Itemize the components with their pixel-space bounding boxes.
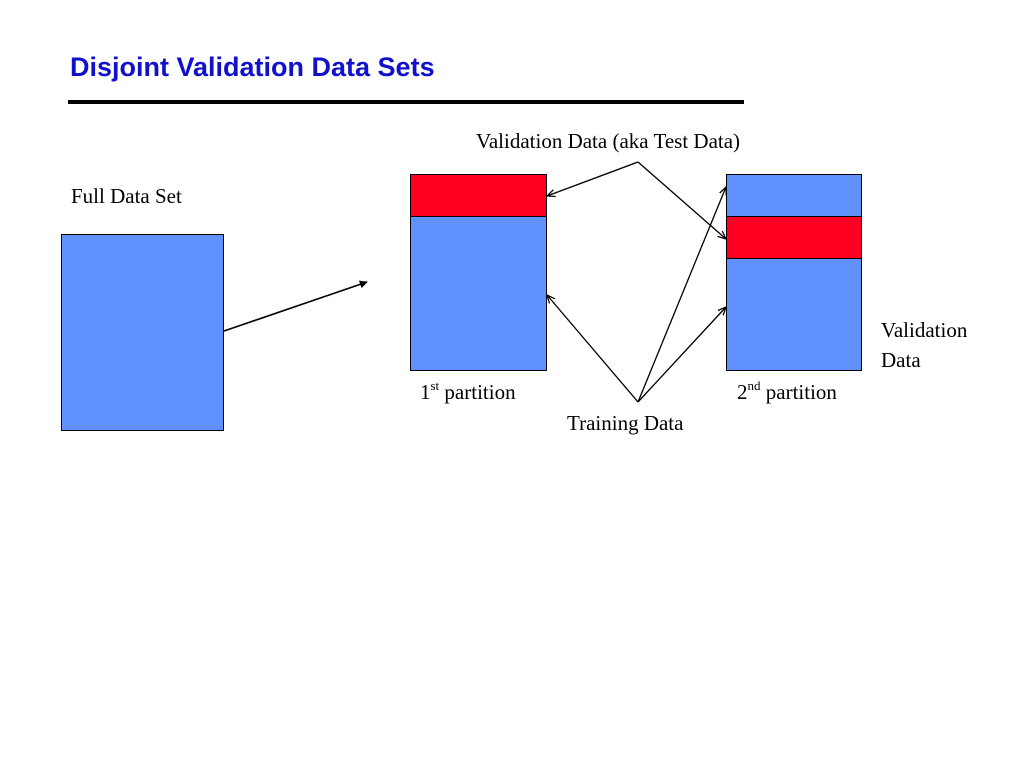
validation-data-label-line2: Data [881, 348, 921, 372]
training-arrow-partition2-bottom [637, 307, 726, 403]
validation-arrow-partition2 [637, 161, 726, 239]
full-data-set-block [61, 234, 224, 431]
partition2-training-bottom-block [726, 258, 862, 371]
partition1-suffix: st [430, 378, 440, 393]
partition2-suffix: nd [747, 378, 761, 393]
partition2-validation-block [726, 216, 862, 260]
partition2-training-top-block [726, 174, 862, 218]
validation-arrow-partition1 [547, 161, 639, 196]
partition2-text: partition [760, 380, 837, 404]
partition2-label: 2nd partition [737, 378, 837, 405]
partition1-number: 1 [420, 380, 431, 404]
partition1-validation-block [410, 174, 547, 218]
full-set-arrow [223, 280, 368, 332]
training-arrow-partition1 [547, 295, 639, 403]
partition2-number: 2 [737, 380, 748, 404]
validation-data-label-line1: Validation [881, 318, 968, 342]
training-arrow-partition2-top [637, 187, 726, 403]
partition1-label: 1st partition [420, 378, 516, 405]
partition1-text: partition [439, 380, 516, 404]
slide-title: Disjoint Validation Data Sets [70, 52, 435, 82]
full-data-set-label: Full Data Set [71, 184, 182, 208]
training-data-label: Training Data [567, 411, 684, 435]
partition1-training-block [410, 216, 547, 371]
title-underline [68, 100, 744, 104]
validation-test-data-label: Validation Data (aka Test Data) [476, 129, 741, 153]
